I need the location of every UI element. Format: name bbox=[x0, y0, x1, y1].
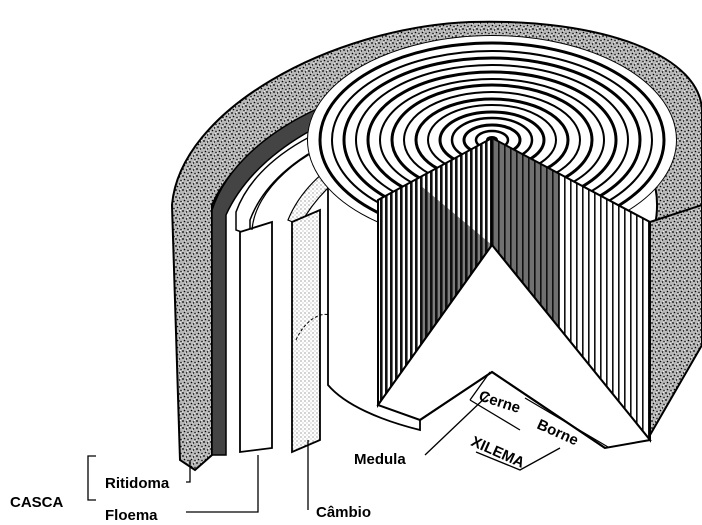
medula-label: Medula bbox=[354, 451, 406, 468]
cerne-label: Cerne bbox=[477, 388, 523, 417]
xilema-label: XILEMA bbox=[468, 433, 527, 472]
casca-label: CASCA bbox=[10, 494, 64, 511]
floema-label: Floema bbox=[105, 507, 158, 524]
ritidoma-label: Ritidoma bbox=[105, 475, 170, 492]
casca-bracket bbox=[88, 456, 96, 500]
cambio-label: Câmbio bbox=[316, 504, 371, 521]
